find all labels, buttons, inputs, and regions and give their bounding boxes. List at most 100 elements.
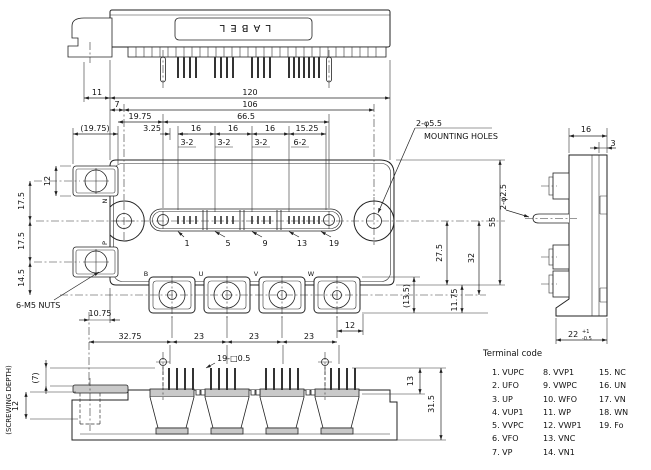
dim-120: 120 bbox=[242, 88, 257, 97]
terminal-code-item: 8. VVP1 bbox=[543, 368, 575, 377]
dim-15-25: 15.25 bbox=[296, 124, 319, 133]
label-text: LABEL bbox=[215, 22, 271, 33]
side-view-body bbox=[555, 154, 608, 317]
dim-pitch-6-2: 6-2 bbox=[293, 138, 306, 147]
terminal-code-item: 15. NC bbox=[599, 368, 626, 377]
terminal-code-item: 10. WFO bbox=[543, 394, 578, 404]
dim-19-75: 19.75 bbox=[129, 112, 152, 121]
terminal-code-item: 5. VVPC bbox=[492, 421, 524, 431]
dim-7-ref: (7) bbox=[31, 372, 40, 383]
dim-23-a: 23 bbox=[194, 332, 204, 341]
screwing-depth-label: (SCREWING DEPTH) bbox=[5, 365, 13, 435]
bottom-flange-plate bbox=[72, 384, 129, 394]
dim-23-c: 23 bbox=[304, 332, 314, 341]
nuts-label: 6-M5 NUTS bbox=[16, 301, 60, 310]
terminal-code-panel: Terminal code 1. VUPC 2. UFO 3. UP 4. VU… bbox=[479, 349, 651, 459]
side-terminal-tab-upper bbox=[552, 172, 570, 200]
dim-pitch-3-2-c: 3-2 bbox=[254, 138, 267, 147]
terminal-code-item: 18. WN bbox=[599, 407, 629, 417]
label-plate bbox=[174, 17, 313, 41]
terminal-label-n: N bbox=[101, 198, 109, 203]
terminal-code-column-1: 1. VUPC 2. UFO 3. UP 4. VUP1 5. VVPC 6. … bbox=[492, 366, 543, 459]
terminal-code-item: 16. UN bbox=[599, 381, 627, 391]
dim-16-a: 16 bbox=[191, 124, 201, 133]
terminal-block-p bbox=[72, 246, 119, 278]
front-top-dimensions: 11 120 7 106 19.75 66.5 (19.75) 3.25 16 … bbox=[72, 60, 391, 212]
dim-12-bottom: 12 bbox=[11, 401, 20, 411]
terminal-code-item: 2. UFO bbox=[492, 381, 519, 391]
terminal-code-item: 7. VP bbox=[492, 447, 513, 457]
dim-14-5: 14.5 bbox=[17, 269, 26, 287]
terminal-label-u: U bbox=[199, 270, 204, 278]
signal-pins bbox=[177, 216, 320, 224]
terminal-label-p: P bbox=[101, 241, 109, 245]
mounting-holes-label: MOUNTING HOLES bbox=[424, 132, 498, 141]
pin-number-9: 9 bbox=[262, 239, 267, 248]
front-right-dimensions: 55 32 27.5 11.75 (13.5) 2-φ5.5 MOUNTING … bbox=[362, 119, 505, 440]
dim-106: 106 bbox=[242, 100, 257, 109]
terminal-code-item: 13. VNC bbox=[543, 434, 576, 444]
terminal-code-item: 6. VFO bbox=[492, 434, 519, 444]
terminal-code-item: 4. VUP1 bbox=[492, 407, 524, 417]
pin-number-19: 19 bbox=[329, 239, 339, 248]
dim-55: 55 bbox=[488, 217, 497, 227]
bottom-view: (7) 12 (SCREWING DEPTH) 13 31.5 19-□0.5 bbox=[5, 352, 446, 441]
dim-12-right: 12 bbox=[345, 321, 355, 330]
dim-11: 11 bbox=[92, 88, 102, 97]
dim-22-tol-minus: -0.5 bbox=[582, 336, 592, 342]
terminal-code-item: 14. VN1 bbox=[543, 447, 575, 457]
dim-11-75: 11.75 bbox=[450, 289, 459, 312]
terminal-code-title: Terminal code bbox=[483, 349, 543, 359]
terminal-block-n bbox=[72, 165, 119, 197]
pin-number-1: 1 bbox=[184, 239, 189, 248]
mounting-holes-qty: 2-φ5.5 bbox=[416, 119, 442, 128]
front-bottom-dimensions: 10.75 12 32.75 23 23 23 bbox=[79, 288, 364, 386]
terminal-label-v: V bbox=[254, 270, 259, 278]
dim-16-c: 16 bbox=[265, 124, 275, 133]
terminal-code-item: 1. VUPC bbox=[492, 368, 524, 377]
terminal-code-item: 9. VWPC bbox=[543, 381, 577, 391]
dim-23-b: 23 bbox=[249, 332, 259, 341]
dim-22-tol-plus: +1 bbox=[582, 329, 589, 335]
front-left-dimensions: 12 17.5 17.5 14.5 6-M5 NUTS bbox=[16, 165, 100, 310]
side-terminal-tab-mid bbox=[552, 244, 570, 270]
bottom-guide-pins bbox=[156, 352, 332, 400]
dim-66-5: 66.5 bbox=[237, 112, 255, 121]
terminal-code-item: 19. Fo bbox=[599, 421, 624, 431]
top-view-signal-pins bbox=[177, 57, 320, 78]
terminal-code-item: 17. VN bbox=[599, 394, 626, 404]
terminal-label-w: W bbox=[308, 270, 315, 278]
pin-number-leaders: 1 5 9 13 19 bbox=[177, 231, 339, 248]
pin-shroud bbox=[127, 46, 387, 58]
dim-pitch-3-2-b: 3-2 bbox=[217, 138, 230, 147]
dim-12-left: 12 bbox=[43, 176, 52, 186]
pin-square-label: 19-□0.5 bbox=[217, 354, 250, 363]
dim-16-side: 16 bbox=[581, 125, 591, 134]
dim-22: 22 bbox=[568, 330, 578, 339]
dim-13-5-ref: (13.5) bbox=[402, 284, 411, 308]
terminal-code-item: 3. UP bbox=[492, 394, 513, 404]
dim-3-25: 3.25 bbox=[143, 124, 161, 133]
dim-17-5-b: 17.5 bbox=[17, 232, 26, 250]
side-terminal-tab-lower bbox=[552, 270, 570, 298]
guide-pin-diameter-label: 2-φ2.5 bbox=[499, 184, 508, 210]
front-view: N P bbox=[36, 159, 505, 318]
dim-16-b: 16 bbox=[228, 124, 238, 133]
signal-pin-strip bbox=[149, 208, 343, 232]
top-view: LABEL bbox=[67, 9, 391, 90]
dim-31-5: 31.5 bbox=[427, 395, 436, 413]
dim-pitch-3-2-a: 3-2 bbox=[180, 138, 193, 147]
terminal-towers bbox=[149, 388, 360, 435]
side-view: 16 3 22 +1 -0.5 2-φ2.5 bbox=[499, 125, 616, 344]
top-view-mounting-flange bbox=[67, 17, 113, 58]
terminal-code-column-2: 8. VVP1 9. VWPC 10. WFO 11. WP 12. VWP1 … bbox=[543, 366, 599, 459]
dim-32: 32 bbox=[467, 253, 476, 263]
dim-10-75: 10.75 bbox=[89, 309, 112, 318]
terminal-label-b: B bbox=[144, 270, 148, 278]
terminal-code-column-3: 15. NC 16. UN 17. VN 18. WN 19. Fo bbox=[599, 366, 645, 459]
pin-number-13: 13 bbox=[297, 239, 307, 248]
dim-17-5-a: 17.5 bbox=[17, 192, 26, 210]
bottom-view-pins bbox=[168, 368, 356, 390]
